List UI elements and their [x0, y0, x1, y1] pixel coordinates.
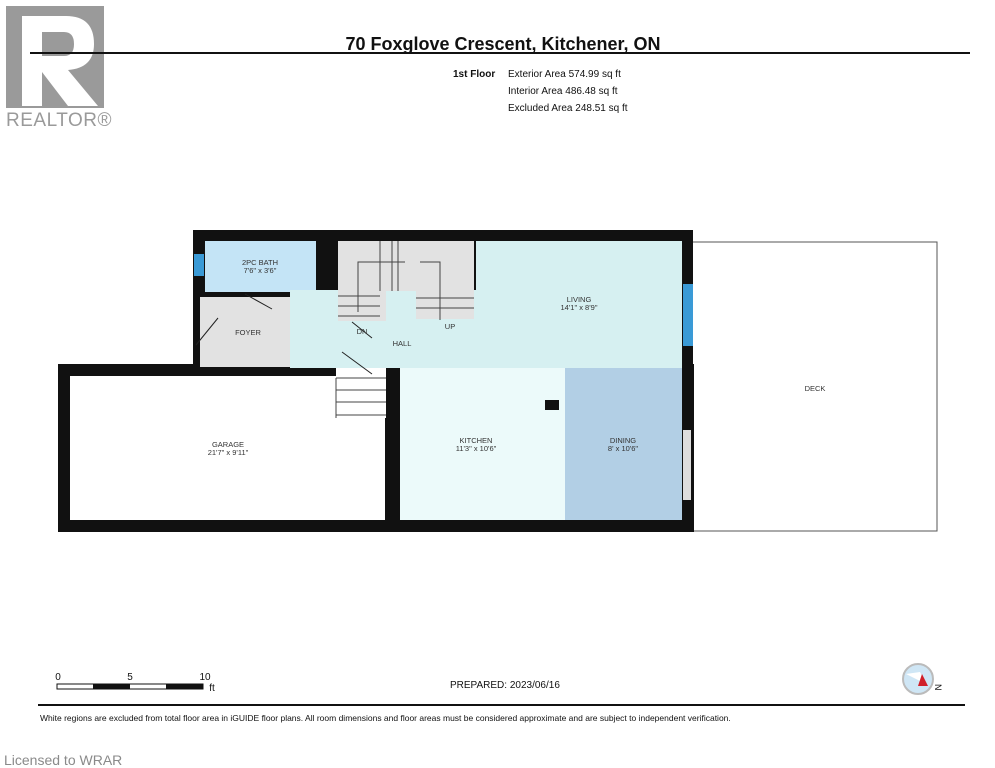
page-title: 70 Foxglove Crescent, Kitchener, ON	[345, 34, 661, 54]
deck-area	[691, 241, 938, 532]
realtor-r-icon	[22, 16, 98, 106]
hall-label: HALL	[393, 339, 412, 348]
living-room	[476, 241, 682, 368]
kitchen-room	[400, 368, 565, 520]
excluded-area: Excluded Area 248.51 sq ft	[508, 103, 628, 114]
deck-label: DECK	[805, 384, 826, 393]
scale-unit: ft	[209, 683, 215, 694]
scale-tick-5: 5	[127, 672, 133, 683]
kitchen-dims: 11'3" x 10'6"	[456, 444, 497, 453]
header-divider	[30, 52, 970, 54]
bath-dims: 7'6" x 3'6"	[244, 266, 277, 275]
stairs-up	[416, 291, 474, 319]
floor-label: 1st Floor	[453, 69, 496, 80]
kitchen-label: KITCHEN	[460, 436, 493, 445]
license-text: Licensed to WRAR	[4, 752, 123, 768]
sliding-door	[683, 430, 691, 500]
living-dims: 14'1" x 8'9"	[561, 303, 598, 312]
stairs-down-label: DN	[357, 327, 368, 336]
compass-label: N	[933, 684, 943, 691]
footer-divider	[38, 704, 965, 706]
stair-lines	[335, 241, 474, 418]
column	[545, 400, 559, 410]
garage-dims: 21'7" x 9'11"	[208, 448, 249, 457]
disclaimer: White regions are excluded from total fl…	[40, 713, 731, 723]
exterior-area: Exterior Area 574.99 sq ft	[508, 69, 621, 80]
window	[194, 254, 204, 276]
garage-label: GARAGE	[212, 440, 244, 449]
scale-tick-10: 10	[199, 672, 211, 683]
foyer-room	[200, 297, 292, 367]
compass-icon: N	[902, 663, 943, 695]
scale-bar: 0 5 10 ft	[55, 672, 215, 694]
garage-room	[70, 376, 385, 520]
window	[683, 284, 693, 346]
scale-tick-0: 0	[55, 672, 61, 683]
realtor-logo	[6, 6, 104, 108]
prepared-date: PREPARED: 2023/06/16	[450, 680, 560, 691]
realtor-logo-text: REALTOR®	[6, 110, 112, 131]
stairs	[338, 241, 474, 291]
interior-area: Interior Area 486.48 sq ft	[508, 86, 618, 97]
dining-dims: 8' x 10'6"	[608, 444, 638, 453]
living-label: LIVING	[567, 295, 592, 304]
stairs-up-label: UP	[445, 322, 455, 331]
dining-label: DINING	[610, 436, 636, 445]
foyer-label: FOYER	[235, 328, 261, 337]
dining-room	[565, 368, 682, 520]
bath-room	[205, 241, 316, 292]
bath-label: 2PC BATH	[242, 258, 278, 267]
garage-steps	[336, 368, 386, 418]
door-swings	[195, 293, 373, 375]
